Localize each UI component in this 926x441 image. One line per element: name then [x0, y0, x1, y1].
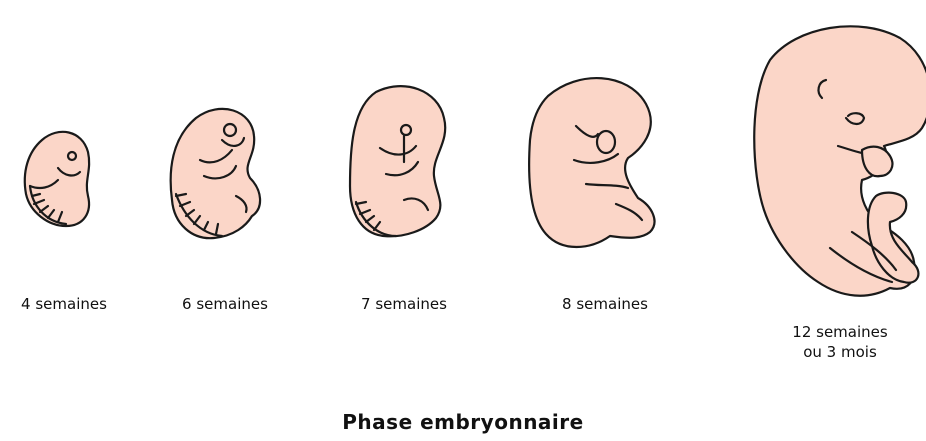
stage-label-12-weeks-line1: 12 semaines [770, 322, 910, 342]
stage-label-4-weeks: 4 semaines [4, 294, 124, 314]
stage-label-12-weeks-line2: ou 3 mois [770, 342, 910, 362]
fetus-12-weeks-icon [754, 26, 926, 295]
stage-label-8-weeks: 8 semaines [545, 294, 665, 314]
stage-label-6-weeks: 6 semaines [165, 294, 285, 314]
embryo-7-weeks-icon [350, 86, 445, 236]
embryo-6-weeks-icon [171, 109, 260, 238]
embryo-4-weeks-icon [25, 132, 89, 226]
stage-label-7-weeks: 7 semaines [344, 294, 464, 314]
stage-label-12-weeks: 12 semaines ou 3 mois [770, 322, 910, 362]
diagram-title: Phase embryonnaire [263, 410, 663, 434]
embryo-8-weeks-icon [529, 78, 654, 247]
